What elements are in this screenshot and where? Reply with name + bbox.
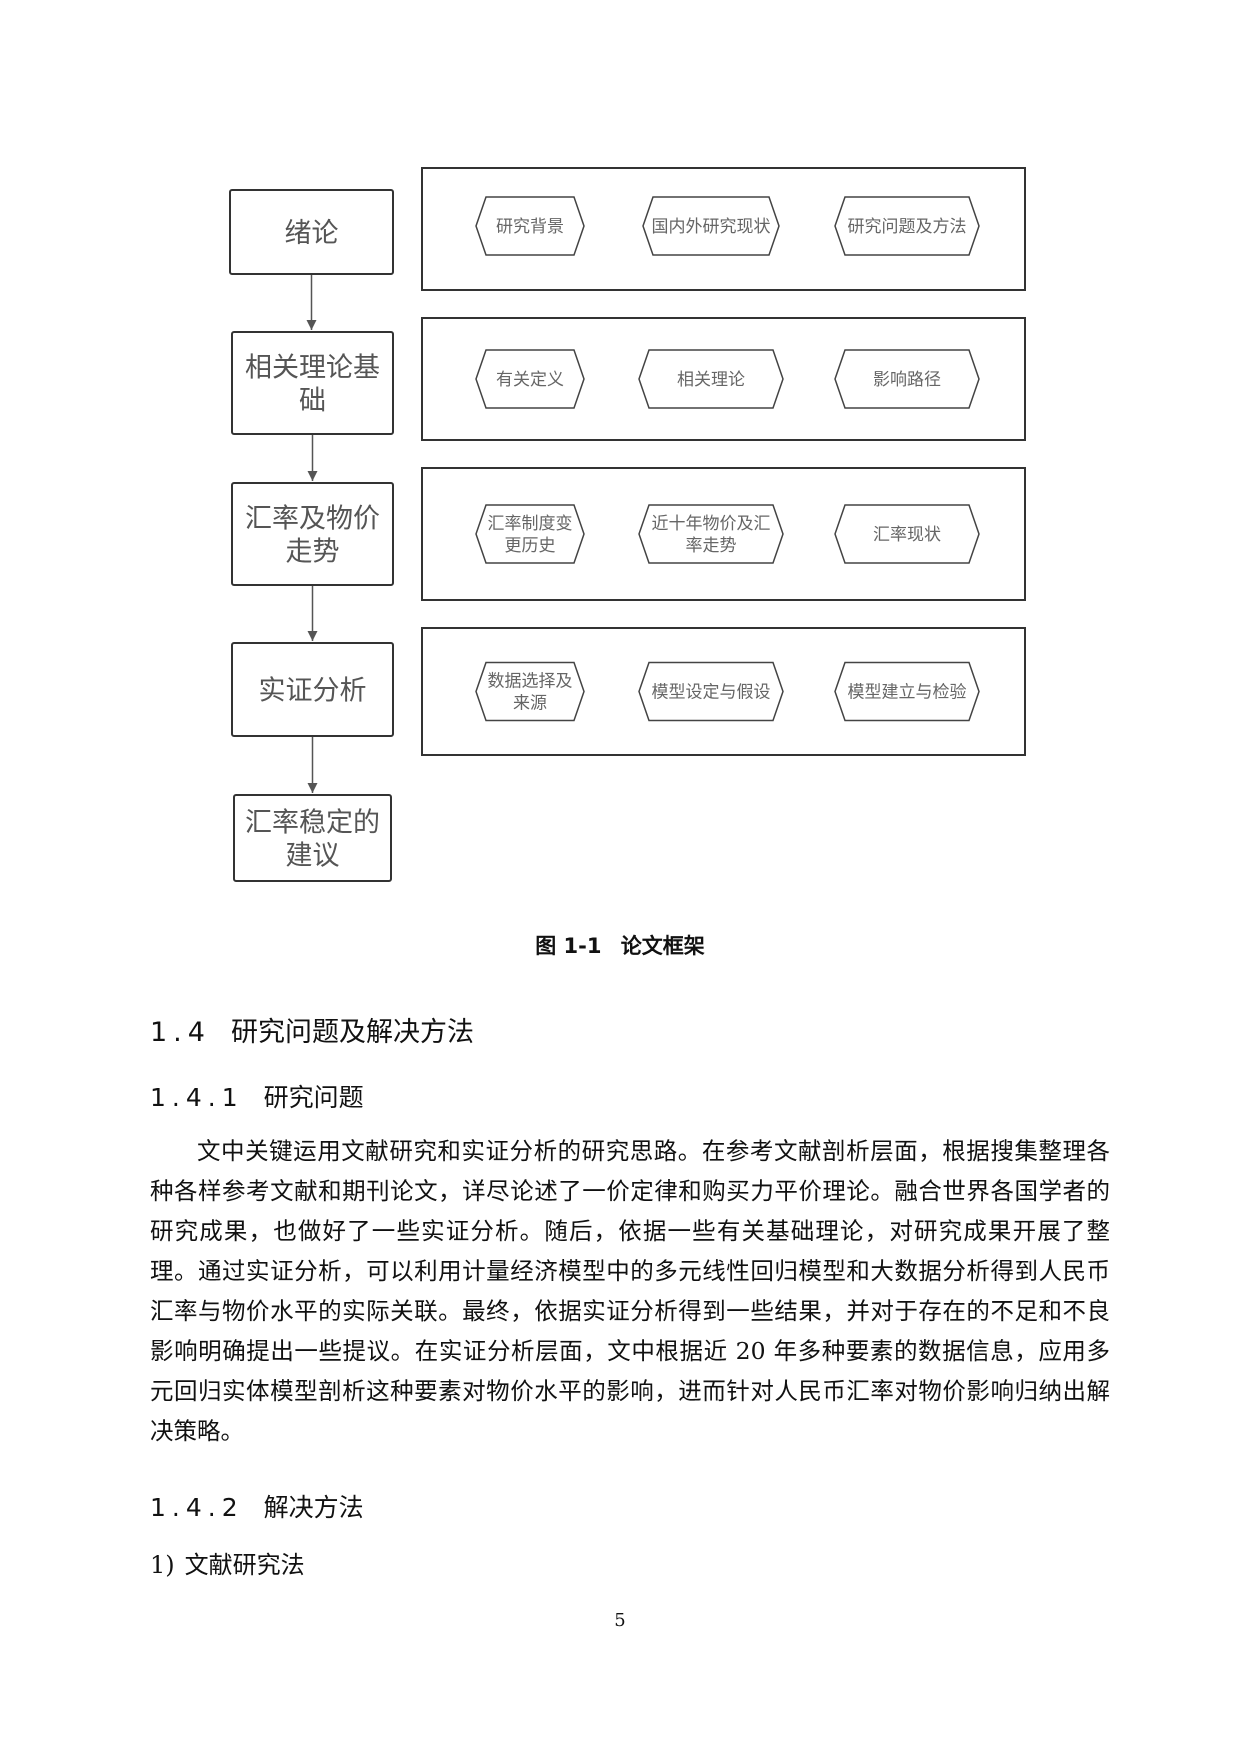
- figure-title: 论文框架: [620, 934, 705, 958]
- detail-label: 近十年物价及汇: [652, 514, 771, 534]
- subsection-number-1: 1.4.1: [150, 1083, 244, 1112]
- detail-label: 更历史: [505, 536, 556, 556]
- figure-number: 图 1-1: [535, 934, 602, 958]
- subsection-heading-1: 1.4.1 研究问题: [150, 1078, 364, 1114]
- detail-hexagon: 影响路径: [834, 349, 980, 409]
- list-item-text: 文献研究法: [184, 1551, 305, 1579]
- detail-hexagon: 相关理论: [638, 349, 784, 409]
- detail-row-box: 有关定义 相关理论 影响路径: [421, 317, 1026, 441]
- list-marker: 1): [150, 1551, 175, 1579]
- main-step-label: 相关理论基: [245, 353, 380, 384]
- detail-hexagon: 模型设定与假设: [638, 661, 784, 722]
- detail-hexagon: 研究问题及方法: [834, 196, 980, 256]
- page-number: 5: [614, 1610, 626, 1631]
- detail-hexagon: 模型建立与检验: [834, 661, 980, 722]
- main-step-label: 建议: [286, 841, 340, 872]
- main-step-label: 走势: [286, 537, 340, 568]
- subsection-heading-2: 1.4.2 解决方法: [150, 1488, 364, 1524]
- main-step-box: 实证分析: [231, 642, 394, 737]
- subsection-title-2: 解决方法: [263, 1493, 364, 1522]
- main-step-label: 绪论: [285, 218, 339, 249]
- detail-label: 数据选择及: [488, 672, 573, 692]
- detail-label: 汇率制度变: [488, 514, 573, 534]
- detail-hexagon: 汇率现状: [834, 504, 980, 564]
- subsection-title-1: 研究问题: [263, 1083, 364, 1112]
- section-number: 1.4: [150, 1017, 211, 1048]
- detail-label: 汇率现状: [873, 525, 941, 545]
- detail-label: 来源: [513, 694, 547, 714]
- section-title: 研究问题及解决方法: [230, 1017, 474, 1048]
- detail-row-box: 研究背景 国内外研究现状 研究问题及方法: [421, 167, 1026, 291]
- subsection-number-2: 1.4.2: [150, 1493, 244, 1522]
- detail-label: 国内外研究现状: [652, 217, 771, 237]
- detail-label: 研究背景: [496, 217, 564, 237]
- main-step-label: 础: [299, 386, 326, 417]
- main-step-box: 绪论: [229, 189, 394, 275]
- detail-label: 模型设定与假设: [652, 683, 771, 703]
- list-item: 1) 文献研究法: [150, 1545, 315, 1580]
- detail-label: 影响路径: [873, 370, 941, 390]
- detail-hexagon: 研究背景: [475, 196, 585, 256]
- main-step-label: 汇率稳定的: [245, 808, 380, 839]
- section-heading: 1.4 研究问题及解决方法: [150, 1010, 474, 1049]
- detail-label: 模型建立与检验: [848, 683, 967, 703]
- detail-hexagon: 国内外研究现状: [642, 196, 780, 256]
- detail-label: 有关定义: [496, 370, 564, 390]
- figure-caption: 图 1-1 论文框架: [0, 930, 1240, 960]
- detail-label: 研究问题及方法: [848, 217, 967, 237]
- detail-hexagon: 有关定义: [475, 349, 585, 409]
- detail-label: 率走势: [686, 536, 737, 556]
- detail-label: 相关理论: [677, 370, 745, 390]
- thesis-framework-diagram: 绪论相关理论基础汇率及物价走势实证分析汇率稳定的建议 研究背景国内外研究现状研究…: [229, 167, 1026, 882]
- main-step-label: 汇率及物价: [245, 504, 380, 535]
- main-step-label: 实证分析: [259, 676, 367, 707]
- body-paragraph: 文中关键运用文献研究和实证分析的研究思路。在参考文献剖析层面，根据搜集整理各种各…: [150, 1137, 1110, 1445]
